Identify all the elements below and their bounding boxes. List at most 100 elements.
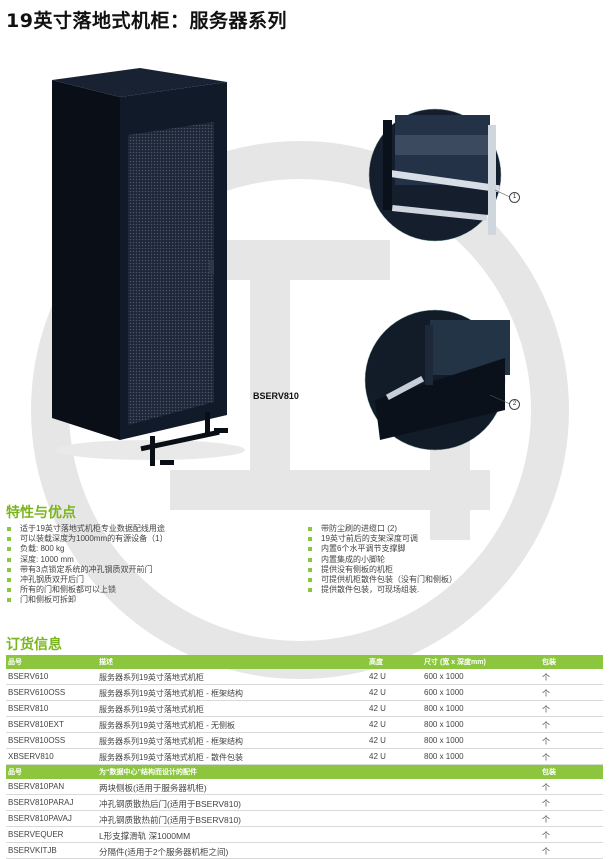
part-number: BSERV810 [8,704,49,713]
dimensions: 800 x 1000 [424,752,464,761]
part-number: BSERV810EXT [8,720,64,729]
part-number: BSERV610OSS [8,688,66,697]
column-header: 描述 [99,659,113,666]
height: 42 U [369,688,386,697]
packaging: 个 [542,799,550,808]
feature-item: 19英寸前后的支架深度可调 [307,534,457,544]
part-number: BSERV810PAN [8,782,65,791]
part-number: BSERVKITJB [8,846,57,855]
bullet-icon [7,547,11,552]
packaging: 个 [542,831,550,840]
packaging: 个 [542,783,550,792]
table-row: BSERV810PAVAJ 冲孔钢质散热前门(适用于BSERV810) 个 [6,811,603,827]
bullet-icon [308,557,312,562]
column-header: 品号 [8,769,22,776]
part-number: BSERV610 [8,672,49,681]
description: 服务器系列19英寸落地式机柜 [99,673,204,682]
bullet-icon [308,527,312,531]
dimensions: 600 x 1000 [424,672,464,681]
table-row: BSERV810 服务器系列19英寸落地式机柜 42 U 800 x 1000 … [6,701,603,717]
features-heading: 特性与优点 [6,505,76,521]
model-label: BSERV810 [253,391,299,401]
description: 服务器系列19英寸落地式机柜 - 散件包装 [99,753,244,762]
table-row: BSERVEQUER L形支撑滑轨 深1000MM 个 [6,827,603,843]
feature-item: 带防尘刷的进缆口 (2) [307,524,457,534]
page-title: 19英寸落地式机柜：服务器系列 [6,10,287,32]
description: 服务器系列19英寸落地式机柜 - 无侧板 [99,721,236,730]
feature-item: 冲孔钢质双开后门 [6,575,168,585]
bullet-icon [7,527,11,531]
bullet-icon [7,537,11,542]
feature-item: 所有的门和侧板都可以上锁 [6,585,168,595]
accessory-header-row: 品号 为“数据中心”结构而设计的配件 包装 [6,765,603,779]
description: 分隔件(适用于2个服务器机柜之间) [99,847,229,857]
callout-1: 1 [509,192,520,203]
packaging: 个 [542,721,550,730]
part-number: BSERVEQUER [8,830,64,839]
column-header: 包装 [542,769,556,776]
table-row: BSERV610OSS 服务器系列19英寸落地式机柜 - 框架结构 42 U 6… [6,685,603,701]
description: 服务器系列19英寸落地式机柜 - 框架结构 [99,689,244,698]
bullet-icon [7,567,11,572]
feature-item: 带有3点锁定系统的冲孔钢质双开前门 [6,565,168,575]
feature-item: 适于19英寸落地式机柜专业数据配线用途 [6,524,168,534]
height: 42 U [369,720,386,729]
bullet-icon [7,557,11,562]
packaging: 个 [542,847,550,856]
bullet-icon [7,598,11,603]
dimensions: 800 x 1000 [424,736,464,745]
packaging: 个 [542,737,550,746]
table-row: XBSERV810 服务器系列19英寸落地式机柜 - 散件包装 42 U 800… [6,749,603,765]
table-header-row: 品号 描述 高度 尺寸 (宽 x 深度mm) 包装 [6,655,603,669]
ordering-table: 品号 描述 高度 尺寸 (宽 x 深度mm) 包装 BSERV610 服务器系列… [6,655,603,859]
cabinet-illustration [52,68,511,466]
feature-item: 门和侧板可拆卸 [6,595,168,605]
feature-item: 可提供机柜散件包装（没有门和侧板） [307,575,457,585]
description: 冲孔钢质散热前门(适用于BSERV810) [99,815,242,825]
column-header: 品号 [8,659,22,666]
features-right-list: 带防尘刷的进缆口 (2) 19英寸前后的支架深度可调 内置6个水平调节支撑脚 内… [307,524,457,595]
callout-2: 2 [509,399,520,410]
part-number: BSERV810OSS [8,736,66,745]
bullet-icon [7,578,11,583]
bullet-icon [308,567,312,572]
column-header: 包装 [542,659,556,666]
description: 服务器系列19英寸落地式机柜 [99,705,204,714]
table-row: BSERVKITJB 分隔件(适用于2个服务器机柜之间) 个 [6,843,603,859]
dimensions: 600 x 1000 [424,688,464,697]
packaging: 个 [542,815,550,824]
table-row: BSERV610 服务器系列19英寸落地式机柜 42 U 600 x 1000 … [6,669,603,685]
features-left-list: 适于19英寸落地式机柜专业数据配线用途 可以装载深度为1000mm的有源设备（1… [6,524,168,606]
table-row: BSERV810PARAJ 冲孔钢质散热后门(适用于BSERV810) 个 [6,795,603,811]
feature-item: 提供散件包装，可现场组装. [307,585,457,595]
description: 服务器系列19英寸落地式机柜 - 框架结构 [99,737,244,746]
bullet-icon [7,588,11,593]
description: 两块侧板(适用于服务器机柜) [99,783,207,793]
height: 42 U [369,736,386,745]
part-number: XBSERV810 [8,752,54,761]
packaging: 个 [542,705,550,714]
description: 冲孔钢质散热后门(适用于BSERV810) [99,799,242,809]
table-row: BSERV810EXT 服务器系列19英寸落地式机柜 - 无侧板 42 U 80… [6,717,603,733]
packaging: 个 [542,673,550,682]
bullet-icon [308,588,312,593]
height: 42 U [369,752,386,761]
feature-item: 内置6个水平调节支撑脚 [307,544,457,554]
dimensions: 800 x 1000 [424,704,464,713]
part-number: BSERV810PARAJ [8,798,74,807]
bullet-icon [308,578,312,583]
feature-item: 提供没有侧板的机柜 [307,565,457,575]
column-header: 尺寸 (宽 x 深度mm) [424,659,486,666]
feature-item: 负载: 800 kg [6,544,168,554]
feature-item: 深度: 1000 mm [6,555,168,565]
height: 42 U [369,704,386,713]
feature-item: 内置集成的小脚轮 [307,555,457,565]
feature-item: 可以装载深度为1000mm的有源设备（1） [6,534,168,544]
column-header: 高度 [369,659,383,666]
part-number: BSERV810PAVAJ [8,814,72,823]
table-row: BSERV810OSS 服务器系列19英寸落地式机柜 - 框架结构 42 U 8… [6,733,603,749]
packaging: 个 [542,689,550,698]
ordering-heading: 订货信息 [6,637,62,653]
table-row: BSERV810PAN 两块侧板(适用于服务器机柜) 个 [6,779,603,795]
